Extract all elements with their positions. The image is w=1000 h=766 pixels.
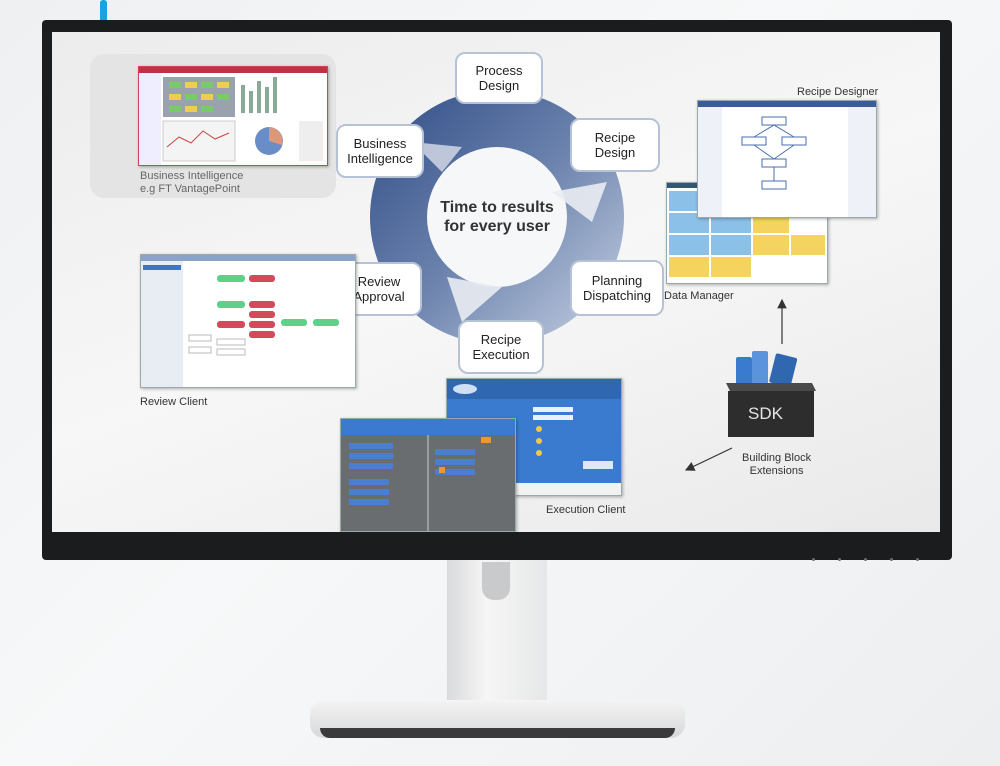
sdk-to-execution-arrow [686, 448, 732, 470]
monitor-screen: Business Intelligence e.g FT VantagePoin… [52, 32, 940, 532]
connector-arrows [52, 32, 940, 532]
monitor-stand-cable-hole [482, 562, 510, 600]
bezel-buttons [812, 548, 942, 566]
monitor-stand-foot [320, 728, 675, 738]
